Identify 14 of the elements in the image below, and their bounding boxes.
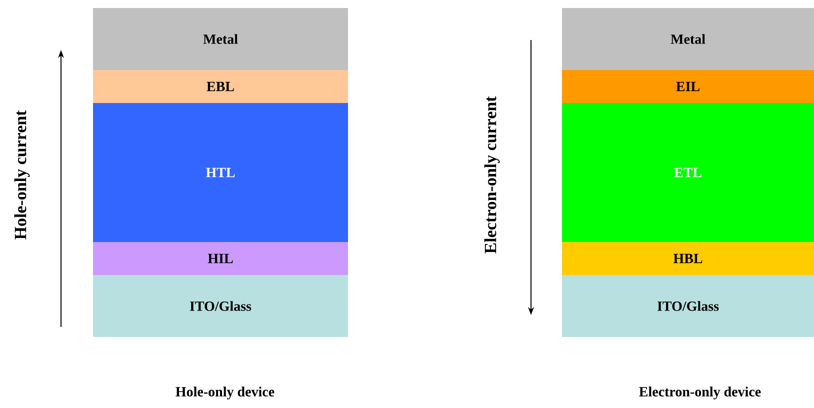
layer-box: HTL — [93, 103, 348, 242]
layer-box: HBL — [562, 242, 814, 275]
axis-label: Electron-only current — [484, 96, 500, 254]
layer-box: EIL — [562, 70, 814, 103]
caption: Electron-only device — [639, 386, 761, 400]
layer-box: Metal — [93, 8, 348, 70]
layer-box: ITO/Glass — [93, 275, 348, 337]
layer-box: ETL — [562, 103, 814, 242]
layer-box: ITO/Glass — [562, 275, 814, 337]
axis-label: Hole-only current — [14, 110, 30, 240]
caption: Hole-only device — [176, 386, 274, 400]
layer-box: EBL — [93, 70, 348, 103]
layer-box: HIL — [93, 242, 348, 275]
layer-box: Metal — [562, 8, 814, 70]
